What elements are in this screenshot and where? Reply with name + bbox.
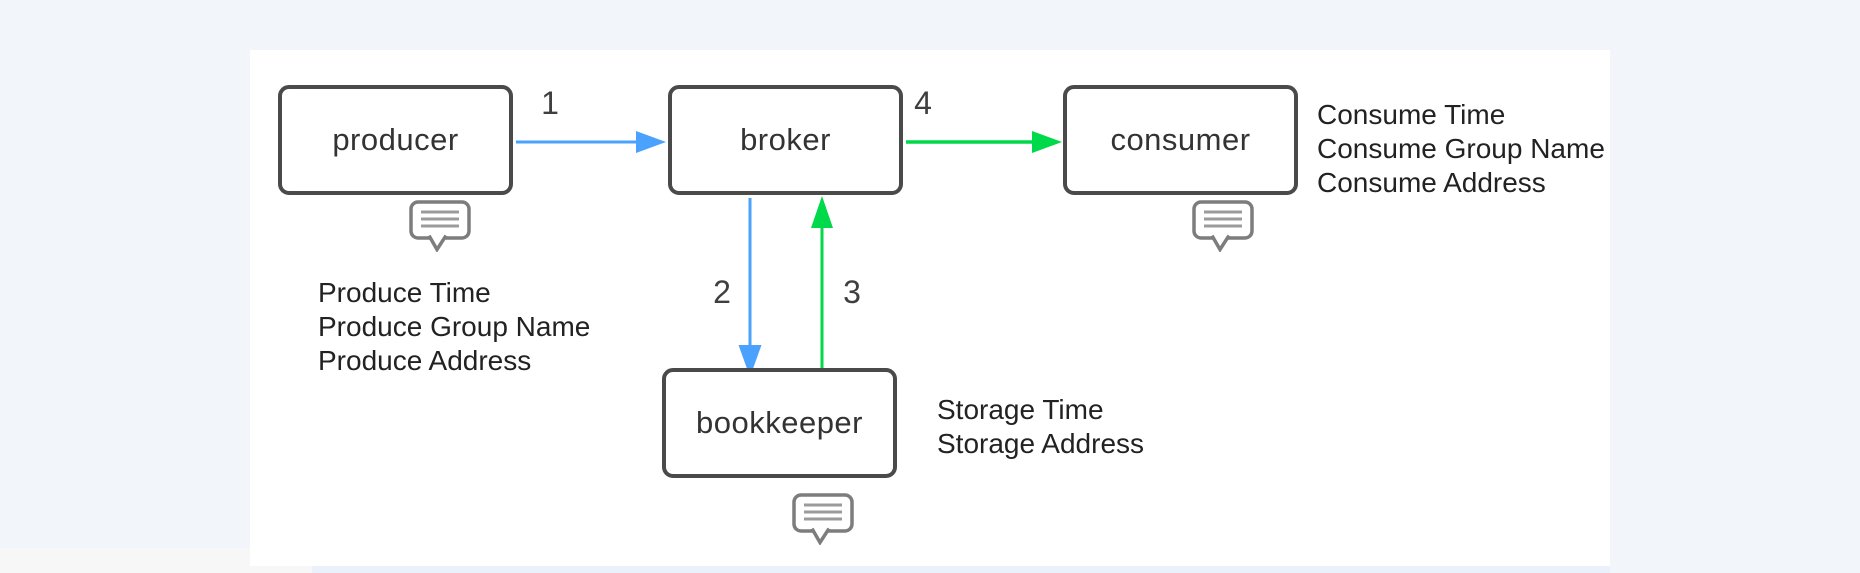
node-consumer: consumer [1063, 85, 1298, 195]
edge-label-1: 1 [541, 85, 559, 121]
edge-label-4: 4 [914, 85, 932, 121]
node-consumer-label: consumer [1110, 122, 1251, 157]
page-bottom-strip-blue [312, 566, 1610, 573]
annotation-consume-line-1: Consume Time [1317, 99, 1506, 130]
annotation-consume-line-3: Consume Address [1317, 167, 1546, 198]
comment-bubble-icon-bookkeeper [792, 493, 854, 545]
annotation-produce-line-1: Produce Time [318, 277, 491, 308]
node-producer-label: producer [332, 122, 459, 157]
edge-label-2: 2 [713, 274, 731, 310]
node-bookkeeper-label: bookkeeper [695, 405, 863, 440]
annotation-consume-line-2: Consume Group Name [1317, 133, 1605, 164]
annotation-produce-line-3: Produce Address [318, 345, 532, 376]
node-producer: producer [278, 85, 513, 195]
page-bottom-strip-warm [250, 566, 312, 573]
annotation-storage-line-1: Storage Time [937, 394, 1104, 425]
annotation-consume: Consume Time Consume Group Name Consume … [1317, 98, 1605, 200]
comment-bubble-icon-producer [409, 200, 471, 252]
annotation-storage: Storage Time Storage Address [937, 393, 1144, 461]
comment-bubble-icon-consumer [1192, 200, 1254, 252]
node-broker: broker [668, 85, 903, 195]
node-broker-label: broker [740, 122, 831, 157]
annotation-produce: Produce Time Produce Group Name Produce … [318, 276, 590, 378]
annotation-storage-line-2: Storage Address [937, 428, 1145, 459]
page-bottom-left-strip [0, 548, 250, 573]
annotation-produce-line-2: Produce Group Name [318, 311, 591, 342]
node-bookkeeper: bookkeeper [662, 368, 897, 478]
edge-label-3: 3 [843, 274, 861, 310]
